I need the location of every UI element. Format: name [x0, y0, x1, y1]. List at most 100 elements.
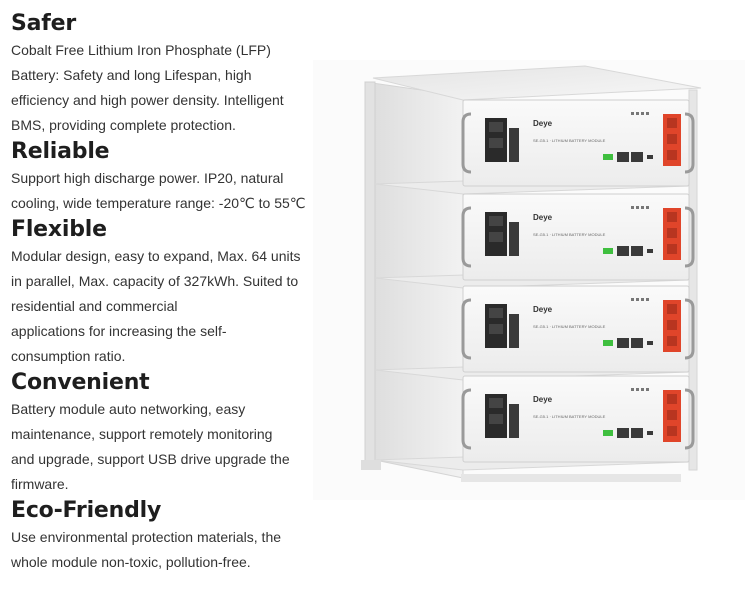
feature-description: Cobalt Free Lithium Iron Phosphate (LFP)… [11, 38, 311, 138]
dip-switch-icon [631, 112, 634, 115]
handle-icon [684, 112, 695, 174]
terminal-slot-icon [667, 336, 677, 346]
feature-title: Convenient [11, 370, 150, 395]
feature-line: cooling, wide temperature range: -20℃ to… [11, 195, 306, 211]
feature-line: Battery: Safety and long Lifespan, high [11, 67, 252, 83]
handle-icon [684, 388, 695, 450]
handle-icon [461, 112, 472, 174]
dip-switch-icon [636, 112, 639, 115]
dip-switch-icon [646, 388, 649, 391]
terminal-slot-icon [667, 320, 677, 330]
feature-description: Modular design, easy to expand, Max. 64 … [11, 244, 311, 369]
feature-title: Reliable [11, 139, 110, 164]
dip-switch-icon [646, 206, 649, 209]
display-icon [617, 246, 629, 256]
feature-title: Eco-Friendly [11, 498, 162, 523]
feature-list: Safer Cobalt Free Lithium Iron Phosphate… [11, 10, 311, 575]
feature-line: maintenance, support remotely monitoring [11, 426, 273, 442]
feature-flexible: Flexible Modular design, easy to expand,… [11, 216, 311, 369]
display-icon [617, 152, 629, 162]
rack-base [361, 460, 681, 482]
feature-title: Safer [11, 11, 77, 36]
status-led-icon [603, 430, 613, 436]
comm-port-icon [509, 222, 519, 256]
terminal-slot-icon [667, 118, 677, 128]
feature-title: Flexible [11, 217, 107, 242]
terminal-slot-icon [489, 308, 503, 318]
feature-line: Support high discharge power. IP20, natu… [11, 170, 284, 186]
handle-icon [461, 298, 472, 360]
dip-switch-icon [631, 298, 634, 301]
display-icon [617, 428, 629, 438]
terminal-slot-icon [667, 244, 677, 254]
dip-switch-icon [636, 298, 639, 301]
model-label: SE-G5.1 · LITHIUM BATTERY MODULE [533, 324, 606, 329]
display-icon [631, 152, 643, 162]
terminal-slot-icon [489, 138, 503, 148]
terminal-slot-icon [489, 414, 503, 424]
button-icon [647, 155, 653, 159]
display-icon [631, 428, 643, 438]
model-label: SE-G5.1 · LITHIUM BATTERY MODULE [533, 232, 606, 237]
feature-line: Modular design, easy to expand, Max. 64 … [11, 248, 301, 264]
feature-line: Battery module auto networking, easy [11, 401, 246, 417]
model-label: SE-G5.1 · LITHIUM BATTERY MODULE [533, 414, 606, 419]
comm-port-icon [509, 314, 519, 348]
button-icon [647, 249, 653, 253]
dip-switch-icon [631, 206, 634, 209]
feature-line: residential and commercial [11, 298, 178, 314]
display-icon [631, 246, 643, 256]
dip-switch-icon [641, 112, 644, 115]
brand-logo: Deye [533, 119, 553, 128]
feature-line: and upgrade, support USB drive upgrade t… [11, 451, 290, 467]
terminal-slot-icon [667, 394, 677, 404]
feature-description: Support high discharge power. IP20, natu… [11, 166, 311, 216]
terminal-slot-icon [489, 122, 503, 132]
feature-convenient: Convenient Battery module auto networkin… [11, 369, 311, 497]
handle-icon [684, 298, 695, 360]
feature-line: Cobalt Free Lithium Iron Phosphate (LFP) [11, 42, 271, 58]
model-label: SE-G5.1 · LITHIUM BATTERY MODULE [533, 138, 606, 143]
feature-eco-friendly: Eco-Friendly Use environmental protectio… [11, 497, 311, 575]
terminal-slot-icon [489, 398, 503, 408]
comm-port-icon [509, 404, 519, 438]
terminal-slot-icon [667, 212, 677, 222]
terminal-slot-icon [667, 304, 677, 314]
handle-icon [461, 206, 472, 268]
feature-description: Battery module auto networking, easy mai… [11, 397, 311, 497]
terminal-slot-icon [667, 426, 677, 436]
handle-icon [461, 388, 472, 450]
feature-line: firmware. [11, 476, 69, 492]
feature-safer: Safer Cobalt Free Lithium Iron Phosphate… [11, 10, 311, 138]
terminal-slot-icon [667, 134, 677, 144]
button-icon [647, 341, 653, 345]
dip-switch-icon [641, 298, 644, 301]
dip-switch-icon [631, 388, 634, 391]
terminal-slot-icon [489, 232, 503, 242]
dip-switch-icon [646, 298, 649, 301]
terminal-slot-icon [667, 150, 677, 160]
comm-port-icon [509, 128, 519, 162]
brand-logo: Deye [533, 395, 553, 404]
display-icon [631, 338, 643, 348]
dip-switch-icon [636, 388, 639, 391]
status-led-icon [603, 248, 613, 254]
display-icon [617, 338, 629, 348]
feature-line: BMS, providing complete protection. [11, 117, 236, 133]
status-led-icon [603, 340, 613, 346]
brand-logo: Deye [533, 305, 553, 314]
dip-switch-icon [636, 206, 639, 209]
feature-line: applications for increasing the self- [11, 323, 227, 339]
terminal-slot-icon [667, 410, 677, 420]
feature-reliable: Reliable Support high discharge power. I… [11, 138, 311, 216]
button-icon [647, 431, 653, 435]
feature-description: Use environmental protection materials, … [11, 525, 311, 575]
status-led-icon [603, 154, 613, 160]
terminal-slot-icon [667, 228, 677, 238]
